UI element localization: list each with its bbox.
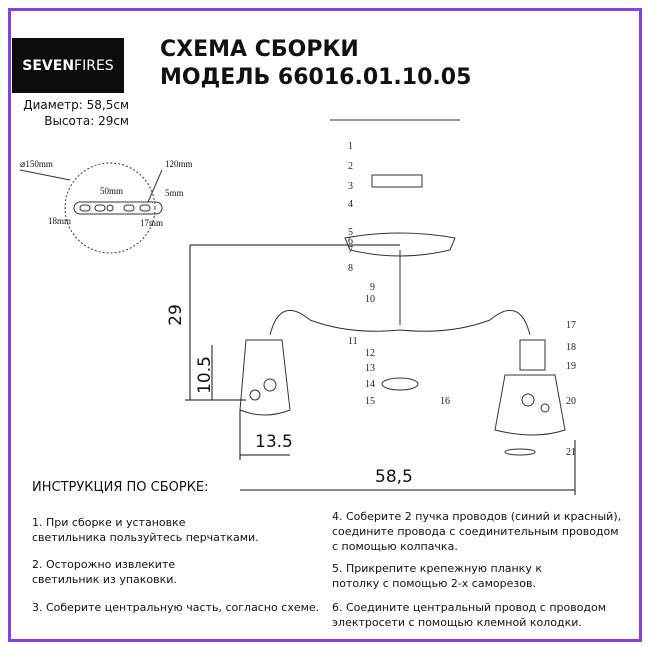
part-number: 4 (348, 199, 353, 210)
part-number: 9 (370, 282, 375, 293)
instruction-step: 2. Осторожно извлеките светильник из упа… (32, 558, 177, 586)
part-number: 15 (365, 396, 375, 407)
dim-shade-width: 13.5 (255, 432, 293, 452)
part-number: 7 (348, 245, 353, 256)
part-number: 10 (365, 294, 375, 305)
part-number: 19 (566, 361, 576, 372)
instruction-step: 6. Соедините центральный провод с провод… (332, 601, 607, 629)
dim-17mm: 17mm (140, 218, 164, 228)
part-number: 6 (348, 236, 353, 247)
part-number: 5 (348, 227, 353, 238)
part-number: 16 (440, 396, 450, 407)
part-number: 21 (566, 447, 576, 458)
instruction-step: 5. Прикрепите крепежную планку к потолку… (332, 562, 542, 590)
part-number: 12 (365, 348, 375, 359)
instruction-step: 1. При сборке и установке светильника по… (32, 516, 259, 544)
part-number: 13 (365, 363, 375, 374)
dim-shade-height: 10.5 (194, 356, 215, 394)
mounting-bracket-detail (19, 162, 163, 254)
dim-5mm: 5mm (165, 188, 184, 198)
dim-18mm: 18mm (48, 216, 72, 226)
dim-50mm: 50mm (100, 186, 124, 196)
part-number: 3 (348, 181, 353, 192)
chandelier-body (239, 310, 566, 456)
part-number: 20 (566, 396, 576, 407)
instruction-step: 3. Соберите центральную часть, согласно … (32, 601, 320, 614)
part-number: 1 (348, 141, 353, 152)
part-number: 11 (348, 336, 358, 347)
instructions-heading: ИНСТРУКЦИЯ ПО СБОРКЕ: (32, 480, 209, 495)
part-number: 18 (566, 342, 576, 353)
instruction-step: 4. Соберите 2 пучка проводов (синий и кр… (332, 510, 622, 553)
dim-120mm: 120mm (165, 159, 193, 169)
spec-height: Высота: 29см (44, 114, 129, 128)
page-border (8, 8, 642, 642)
dimension-lines (185, 244, 576, 495)
canopy (344, 174, 456, 325)
part-number: 8 (348, 263, 353, 274)
part-number: 14 (365, 379, 375, 390)
part-number: 2 (348, 161, 353, 172)
spec-diameter: Диаметр: 58,5см (23, 98, 129, 112)
dim-150mm: ⌀150mm (20, 159, 53, 169)
part-number: 17 (566, 320, 576, 331)
dim-height: 29 (165, 304, 186, 326)
dim-diameter: 58,5 (375, 467, 413, 487)
